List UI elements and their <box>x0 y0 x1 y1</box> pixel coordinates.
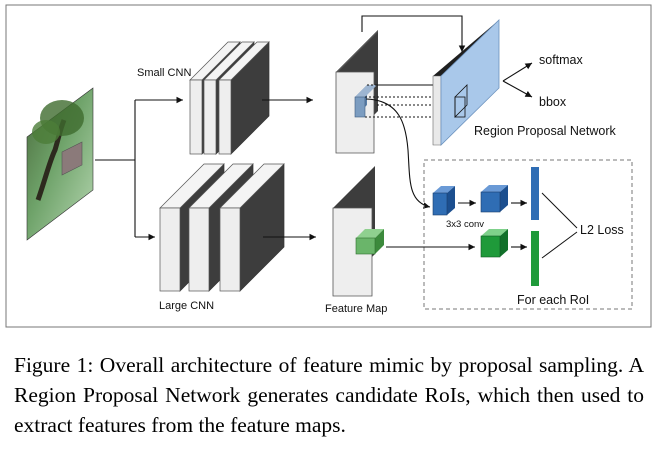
small-roi-cube <box>354 85 377 118</box>
feature-map-label: Feature Map <box>325 303 387 315</box>
l2-loss-label: L2 Loss <box>580 223 624 237</box>
small-cnn-layers <box>189 41 270 155</box>
bbox-arrow <box>502 80 533 98</box>
l2-line-bottom <box>541 231 578 259</box>
small-cnn-layer-3 <box>218 41 270 155</box>
caption-label: Figure 1: <box>14 353 94 377</box>
large-feature-map <box>332 166 375 297</box>
caption-text: Overall architecture of feature mimic by… <box>14 353 645 437</box>
architecture-figure: Small CNN Large CNN Feature Map <box>5 4 652 328</box>
for-each-roi-label: For each RoI <box>517 293 589 307</box>
large-cnn-label: Large CNN <box>159 300 214 312</box>
softmax-arrow <box>502 62 533 82</box>
softmax-label: softmax <box>539 53 584 67</box>
feature-to-rpn-arrow <box>361 15 466 52</box>
large-cnn-layers <box>159 163 285 292</box>
small-cnn-label: Small CNN <box>137 67 191 79</box>
input-arrows <box>95 96 183 241</box>
blue-feature-bar <box>531 167 539 220</box>
rpn-block <box>432 19 500 146</box>
large-cnn-layer-3 <box>219 163 285 292</box>
small-feature-map <box>335 30 378 154</box>
small-blue-cube <box>432 186 455 216</box>
rpn-label: Region Proposal Network <box>474 124 616 138</box>
roi-region-on-image <box>61 141 83 176</box>
input-image <box>26 87 94 241</box>
roi-projection-lines <box>365 84 467 118</box>
bbox-label: bbox <box>539 95 567 109</box>
l2-line-top <box>541 192 578 229</box>
green-feature-bar <box>531 231 539 286</box>
roi-to-conv-arrow <box>365 98 431 209</box>
figure-caption: Figure 1: Overall architecture of featur… <box>14 350 644 440</box>
large-roi-cube <box>355 229 384 255</box>
conv-label: 3x3 conv <box>446 219 484 230</box>
for-each-roi-box <box>423 159 633 310</box>
green-feature-cube <box>480 229 508 258</box>
blue-feature-cube <box>480 185 508 213</box>
rpn-face <box>440 19 500 146</box>
figure-frame <box>5 4 652 328</box>
